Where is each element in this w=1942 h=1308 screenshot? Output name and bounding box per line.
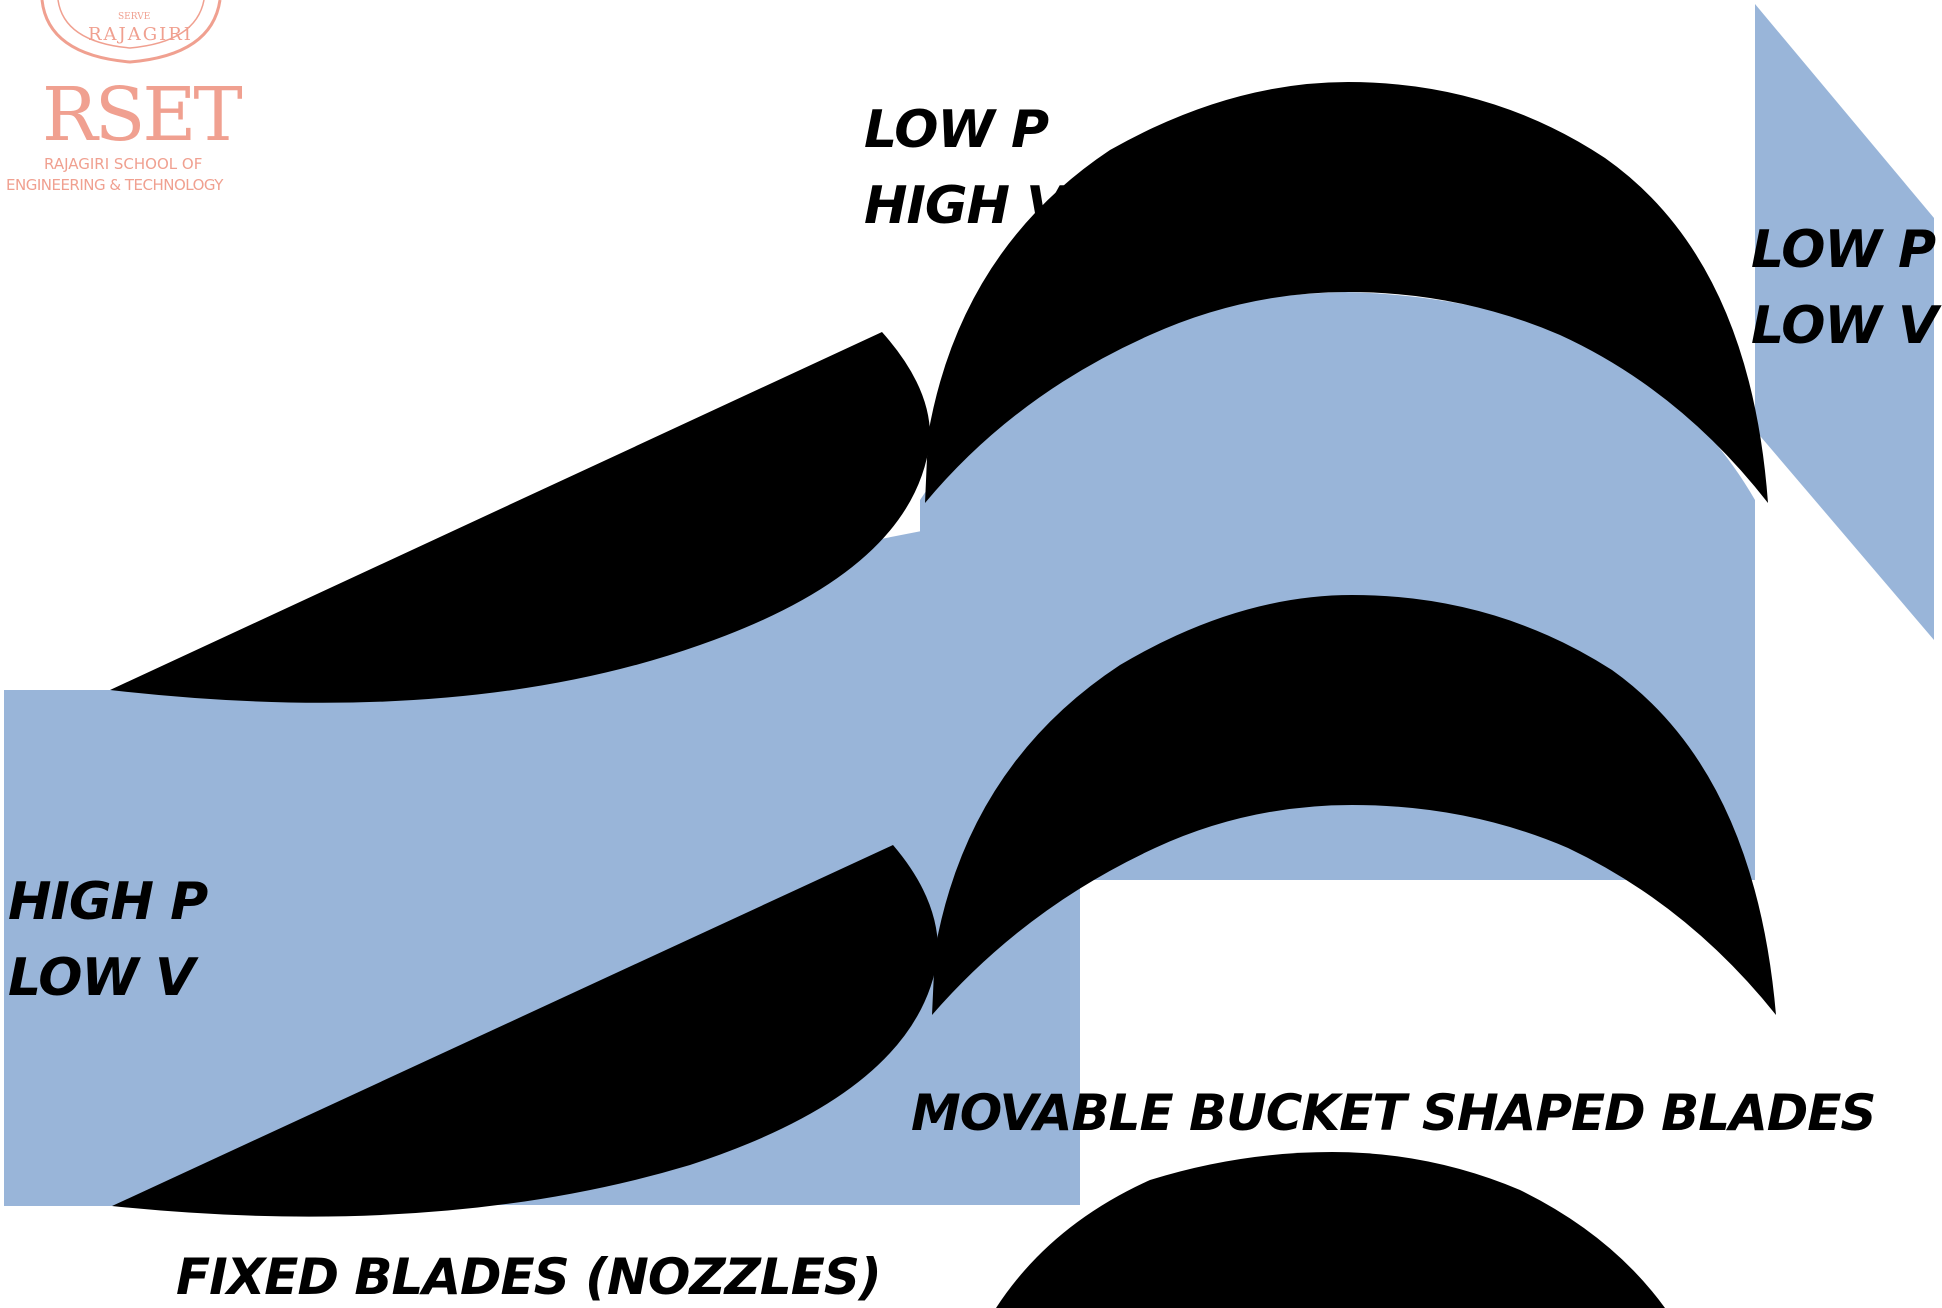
label-left-pressure: HIGH P [8, 872, 208, 932]
rset-logo: SERVE RAJAGIRI RSET RAJAGIRI SCHOOL OF E… [0, 0, 270, 200]
steam-outlet-region [1755, 4, 1934, 640]
fixed-blade-upper [110, 332, 931, 703]
movable-blades [925, 82, 1776, 1308]
movable-blade-top [925, 82, 1768, 503]
movable-blade-bottom [996, 1152, 1665, 1308]
fixed-blade-lower [112, 845, 939, 1217]
movable-blade-middle [932, 595, 1776, 1015]
label-right-velocity: LOW V [1751, 296, 1938, 356]
logo-subtitle-line1: RAJAGIRI SCHOOL OF [44, 155, 203, 173]
label-movable-blades: MOVABLE BUCKET SHAPED BLADES [911, 1084, 1876, 1142]
logo-seal [40, 0, 222, 64]
label-top-pressure: LOW P [864, 100, 1049, 160]
label-left-velocity: LOW V [8, 948, 195, 1008]
label-fixed-blades: FIXED BLADES (NOZZLES) [176, 1248, 882, 1306]
label-right-pressure: LOW P [1751, 220, 1936, 280]
logo-seal-text: RAJAGIRI [88, 24, 193, 45]
label-nozzle-exit-state: LOW P HIGH V [864, 100, 1066, 256]
label-outlet-state: LOW P LOW V [1751, 220, 1938, 376]
logo-title: RSET [42, 72, 243, 158]
logo-subtitle-line2: ENGINEERING & TECHNOLOGY [6, 176, 223, 194]
logo-seal-inner-arc [57, 0, 205, 49]
logo-seal-subtext: SERVE [118, 12, 151, 22]
label-top-velocity: HIGH V [864, 176, 1066, 236]
logo-seal-arc [40, 0, 222, 64]
fixed-blades [110, 332, 939, 1217]
steam-inlet-region [4, 690, 116, 1206]
label-inlet-state: HIGH P LOW V [8, 872, 208, 1028]
